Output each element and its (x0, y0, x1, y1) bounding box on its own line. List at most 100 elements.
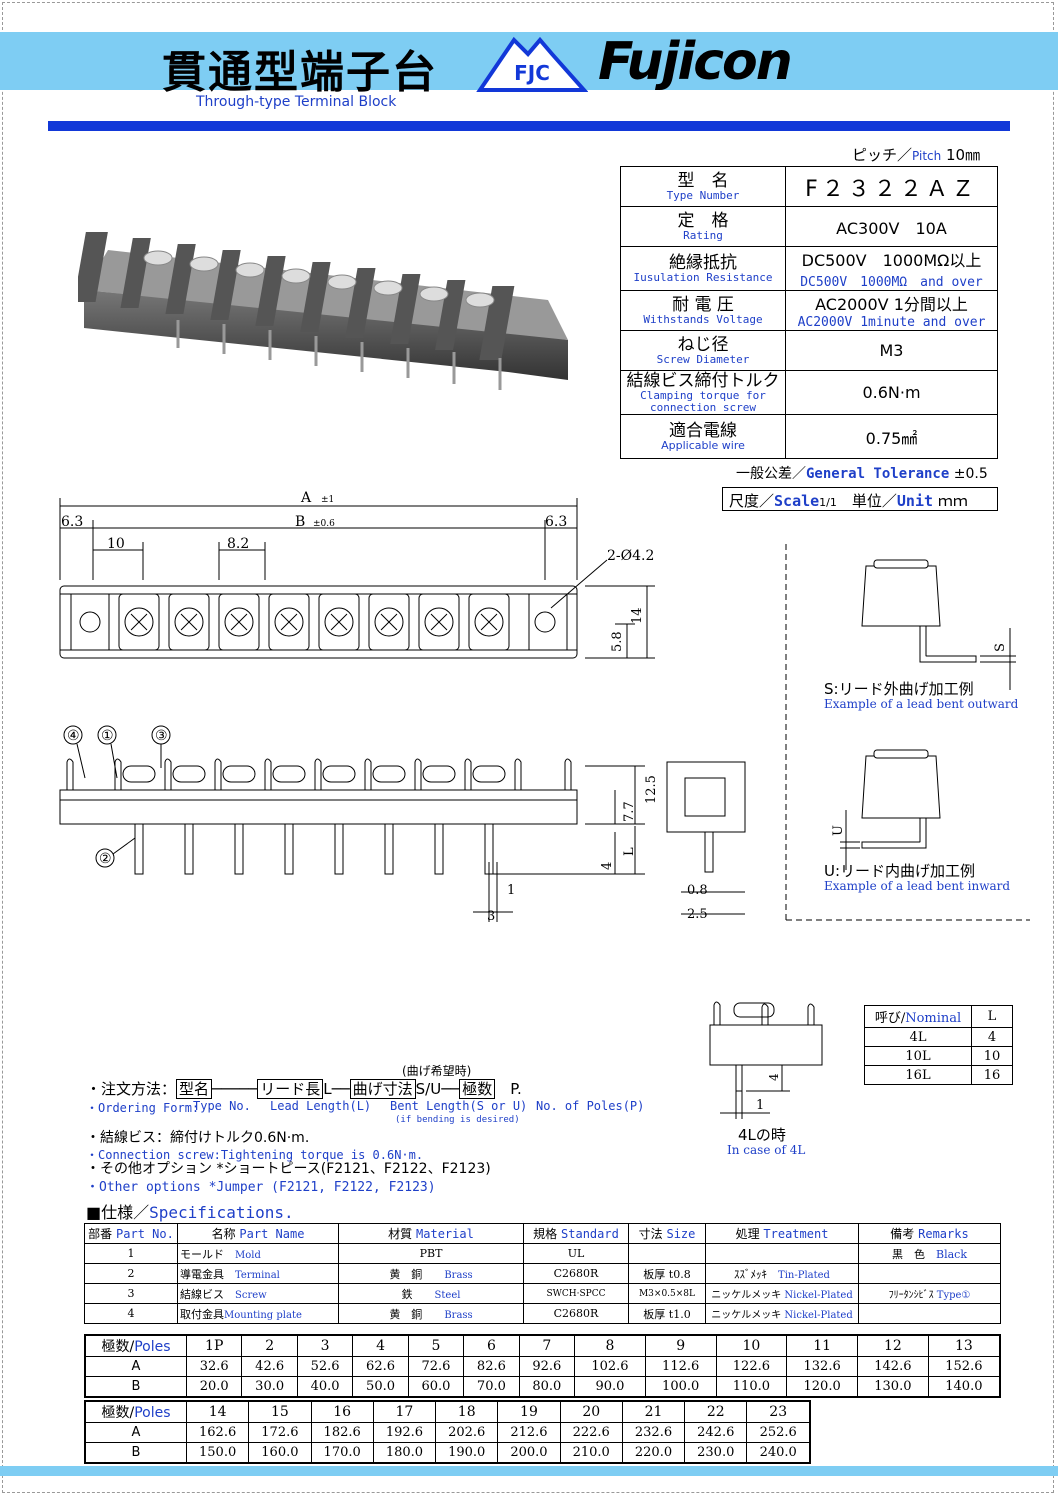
bend-s-en: Example of a lead bent outward (824, 697, 1019, 711)
dim-a-cell: 192.6 (372, 1422, 437, 1443)
pole-count-cell: 3 (296, 1334, 354, 1357)
scale-unit-box: 尺度／Scale1/1 単位／Unit ｍｍ (722, 487, 998, 511)
pole-count-cell: 18 (435, 1400, 499, 1423)
spec-row: 2 導電金具 Terminal 黄 銅 Brass C2680R 板厚 t0.8… (84, 1263, 1001, 1284)
dim-a-cell: 172.6 (248, 1422, 312, 1443)
dim-b-cell: 160.0 (248, 1442, 312, 1464)
dim-6-3-right: 6.3 (545, 514, 567, 530)
spec-header-row: 部番 Part No. 名称 Part Name 材質 Material 規格 … (84, 1223, 1001, 1244)
note-4: ・Other options *Jumper (F2121, F2122, F2… (86, 1180, 436, 1195)
dim-a-cell: 82.6 (463, 1356, 520, 1377)
top-view-drawing: A ±1 B ±0.6 6.3 6.3 10 8.2 2-Ø4.2 14 5.8 (59, 490, 655, 659)
dim-3: 3 (487, 909, 495, 924)
dim-a-cell: 92.6 (518, 1356, 576, 1377)
dim-b-cell: 150.0 (185, 1442, 250, 1464)
bend-u-label: U:リード内曲げ加工例 (824, 862, 976, 880)
dim-b-cell: 200.0 (497, 1442, 561, 1464)
pole-count-cell: 17 (372, 1400, 437, 1423)
dim-a-cell: 52.6 (296, 1356, 354, 1377)
dim-b-cell: 120.0 (786, 1376, 858, 1398)
pole-count-cell: 7 (518, 1334, 576, 1357)
product-photo (78, 232, 568, 390)
dim-a-cell: 202.6 (435, 1422, 499, 1443)
dim-b-cell: 230.0 (684, 1442, 748, 1464)
bend-u-en: Example of a lead bent inward (824, 879, 1011, 893)
pole-count-cell: 16 (310, 1400, 374, 1423)
ordering-en-poles: No. of Poles(P) (536, 1099, 645, 1113)
pole-count-cell: 15 (248, 1400, 312, 1423)
dim-b-cell: 70.0 (463, 1376, 520, 1398)
dim-b-cell: 210.0 (559, 1442, 623, 1464)
dim-b-cell: 110.0 (715, 1376, 788, 1398)
dim-a-cell: 162.6 (185, 1422, 250, 1443)
ordering-en-prefix: ・Ordering Form: (86, 1101, 200, 1115)
pole-count-cell: 8 (574, 1334, 646, 1357)
dim-b-cell: 20.0 (185, 1376, 243, 1398)
note-2: ・Connection screw:Tightening torque is 0… (86, 1148, 424, 1162)
dim-a-cell: 132.6 (786, 1356, 858, 1377)
dim-a-cell: 142.6 (857, 1356, 929, 1377)
page-title: 貫通型端子台 (162, 47, 438, 98)
dim-a-cell: 242.6 (684, 1422, 748, 1443)
dim-a-cell: 122.6 (715, 1356, 788, 1377)
dim-a-cell: 232.6 (621, 1422, 686, 1443)
dim-b-cell: 90.0 (574, 1376, 646, 1398)
dim-7-7: 7.7 (622, 801, 637, 822)
dim-b-cell: 180.0 (372, 1442, 437, 1464)
dim-a-cell: 32.6 (185, 1356, 243, 1377)
bend-examples-region: S U (785, 544, 1030, 921)
dim-a-cell: 62.6 (352, 1356, 409, 1377)
spec-title: ■仕様／Specifications. (86, 1203, 294, 1222)
pole-count-cell: 9 (644, 1334, 717, 1357)
dim-b-cell: 100.0 (644, 1376, 717, 1398)
case-4l-label: 4Lの時 (738, 1126, 786, 1144)
dim-a-cell: 222.6 (559, 1422, 623, 1443)
case-4l-drawing: 4 1 (709, 1001, 823, 1119)
pole-count-cell: 10 (715, 1334, 788, 1357)
dim-b-cell: 30.0 (241, 1376, 298, 1398)
general-tolerance: 一般公差／General Tolerance ±0.5 (736, 466, 988, 482)
dim-b-cell: 220.0 (621, 1442, 686, 1464)
pole-count-cell: 20 (559, 1400, 623, 1423)
spec-row: 3 結線ビス Screw 鉄 Steel SWCH·SPCC M3×0.5×8L… (84, 1283, 1001, 1304)
dim-8-2: 8.2 (227, 536, 249, 552)
ordering-en-lead: Lead Length(L) (270, 1099, 372, 1113)
spec-row: 4 取付金具Mounting plate 黄 銅 Brass C2680R 板厚… (84, 1303, 1001, 1324)
dim-b-cell: 50.0 (352, 1376, 409, 1398)
dim-1-case: 1 (756, 1098, 764, 1113)
fjc-logo-text: FJC (514, 61, 550, 85)
dim-hole: 2-Ø4.2 (607, 548, 654, 564)
dim-u: U (831, 825, 846, 836)
ordering-en-bent: Bent Length(S or U) (390, 1099, 528, 1113)
callout-1: ① (101, 728, 114, 744)
dim-b-cell: 80.0 (518, 1376, 576, 1398)
page-subtitle: Through-type Terminal Block (196, 94, 397, 110)
pole-count-cell: 19 (497, 1400, 561, 1423)
dim-1: 1 (507, 883, 515, 898)
pole-count-cell: 22 (684, 1400, 748, 1423)
dim-a-cell: 152.6 (927, 1356, 1001, 1377)
pole-count-cell: 13 (927, 1334, 1001, 1357)
dim-2-5: 2.5 (687, 907, 708, 922)
dim-l: L (622, 847, 637, 856)
dim-a-cell: 212.6 (497, 1422, 561, 1443)
note-1: ・結線ビス：締付けトルク0.6N·m. (86, 1130, 310, 1146)
dim-14: 14 (630, 607, 645, 624)
spec-row: 1 モールド Mold PBT UL 黒 色 Black (84, 1243, 1001, 1264)
dim-a-cell: 182.6 (310, 1422, 374, 1443)
pole-count-cell: 5 (407, 1334, 465, 1357)
dim-10: 10 (107, 536, 125, 552)
pitch-label: ピッチ／Pitch 10㎜ (852, 146, 981, 164)
dim-5-8: 5.8 (610, 631, 625, 652)
